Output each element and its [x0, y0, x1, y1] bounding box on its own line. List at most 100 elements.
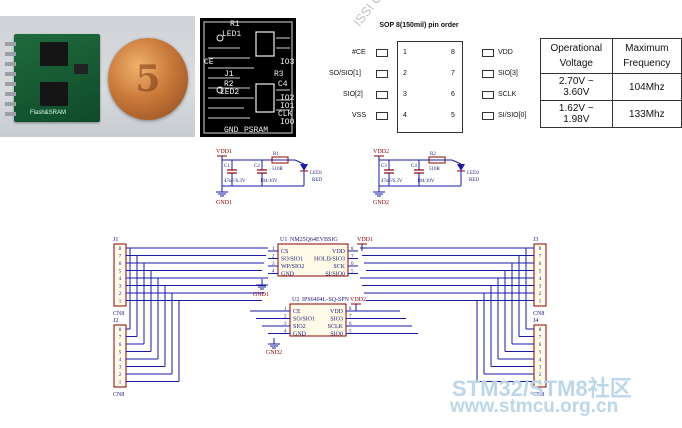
connector-pin-number: 6: [119, 343, 122, 348]
led-symbol: [457, 164, 465, 171]
flash-module-board: [14, 34, 100, 122]
sop-pin-number: 3: [403, 91, 407, 98]
ic-pin-name: SO/SIO1: [293, 317, 315, 323]
header-pin: [5, 92, 16, 96]
connector-pin-number: 2: [119, 292, 122, 297]
pcb-label: C4: [278, 80, 288, 89]
sop-pin-box: [482, 70, 494, 78]
connector-pin-number: 5: [119, 270, 122, 275]
connector-pin-number: 2: [539, 373, 542, 378]
led-ref-label: LED1: [310, 171, 323, 176]
connector-pin-number: 7: [119, 336, 122, 341]
board-label: Flash&SRAM: [30, 110, 67, 116]
site-watermark-url: www.stmcu.org.cn: [450, 396, 619, 417]
resistor-ref-label: R1: [273, 152, 279, 157]
sop-pin-box: [376, 70, 388, 78]
connector-pin-number: 2: [119, 373, 122, 378]
sop-pin-box: [482, 91, 494, 99]
ic-pin-name: CE: [293, 309, 301, 315]
ic-ref-label: U1: [280, 237, 287, 243]
ic-part-label: NM25Q64EVBSIG: [290, 237, 338, 243]
ic-pin-number: 1: [284, 307, 287, 312]
sop-pin-name: SIO[2]: [343, 91, 363, 98]
header-pin: [5, 72, 16, 76]
table-header: Maximum Frequency: [611, 38, 682, 74]
pcb-traces: [203, 21, 293, 134]
ic-pin-number: 4: [272, 270, 275, 275]
connector-pin-number: 6: [119, 262, 122, 267]
wire: [451, 159, 462, 165]
sop-pin-number: 4: [403, 112, 407, 119]
header-pin: [5, 102, 16, 106]
ic-part-label: IPS6404L-SQ-SPN: [302, 297, 350, 303]
ic-pin-number: 1: [272, 247, 275, 252]
connector-pin-number: 8: [539, 328, 542, 333]
ic-pin-name: SCK: [333, 264, 345, 270]
resistor-body: [428, 156, 446, 164]
ic-pin-name: SCLK: [328, 324, 344, 330]
connector-pin-number: 6: [539, 262, 542, 267]
connector-pin-number: 4: [539, 277, 542, 282]
pcb-label: IO1: [280, 102, 295, 111]
connector-pin-number: 3: [539, 366, 542, 371]
connector-pin-number: 7: [539, 255, 542, 260]
resistor-value-label: 510R: [429, 167, 441, 172]
sop-pin-number: 7: [451, 70, 455, 77]
ic-pin-number: 5: [351, 270, 354, 275]
led-color-label: RED: [312, 178, 322, 183]
connector-pin-number: 5: [119, 351, 122, 356]
ic-pin-name: GND: [281, 272, 295, 278]
connector-pin-number: 3: [119, 366, 122, 371]
sop-pin-number: 6: [451, 91, 455, 98]
table-cell: 1.62V ~ 1.98V: [540, 100, 613, 128]
connector-body: [533, 243, 547, 307]
ic-pin-name: VDD: [330, 309, 344, 315]
ic-pin-name: SO/SIO1: [281, 257, 303, 263]
site-watermark-title: STM32/STM8社区: [452, 376, 632, 401]
connector-pin-number: 2: [539, 292, 542, 297]
header-pin: [5, 82, 16, 86]
connector-body: [113, 243, 127, 307]
ic-pin-number: 2: [272, 255, 275, 260]
voltage-frequency-table: Operational Voltage Maximum Frequency 2.…: [540, 38, 682, 128]
pcb-label: IO0: [280, 118, 295, 127]
resistor-value-label: 510R: [272, 167, 284, 172]
connector-pin-number: 3: [119, 285, 122, 290]
cap-ref-label: C4: [411, 164, 417, 169]
ic-gnd-label: GND1: [253, 292, 269, 298]
sop-pin-name: SIO[3]: [498, 70, 518, 77]
sop-pin-name: VSS: [352, 112, 367, 119]
connector-pin-number: 8: [119, 328, 122, 333]
ic-pin-number: 8: [349, 307, 352, 312]
sop-pin-number: 8: [451, 49, 455, 56]
sop-pin-box: [482, 49, 494, 57]
connector-pin-number: 4: [119, 358, 122, 363]
wire: [294, 159, 305, 165]
connector-type-label: CN8: [113, 311, 124, 317]
connector-pin-number: 1: [119, 381, 122, 386]
ic-ref-label: U2: [292, 297, 299, 303]
connector-ref-label: J2: [113, 318, 118, 324]
sop-pin-name: SI/SIO[0]: [498, 112, 527, 119]
ic-pin-number: 6: [349, 322, 352, 327]
connector-body: [533, 324, 547, 388]
ic-pin-number: 3: [272, 262, 275, 267]
table-cell: 104Mhz: [611, 73, 682, 101]
sop-pin-name: SO/SIO[1]: [329, 70, 361, 77]
chip-flash: [40, 42, 68, 66]
chip-small: [74, 64, 88, 74]
connector-ref-label: J3: [533, 237, 538, 243]
sop-pinout-title: SOP 8(150mil) pin order: [379, 22, 459, 29]
pcb-label: GND: [224, 126, 239, 135]
pcb-label: IO2: [280, 94, 295, 103]
ic-pin-number: 7: [351, 255, 354, 260]
cap-value-label: 47uF/6.3V: [381, 179, 403, 184]
connector-pin-number: 7: [119, 255, 122, 260]
led-ref-label: LED2: [467, 171, 480, 176]
pcb-label: LED2: [220, 88, 240, 97]
connector-type-label: CN8: [113, 392, 124, 398]
sop-pin-number: 5: [451, 112, 455, 119]
connector-type-label: CN8: [533, 311, 544, 317]
